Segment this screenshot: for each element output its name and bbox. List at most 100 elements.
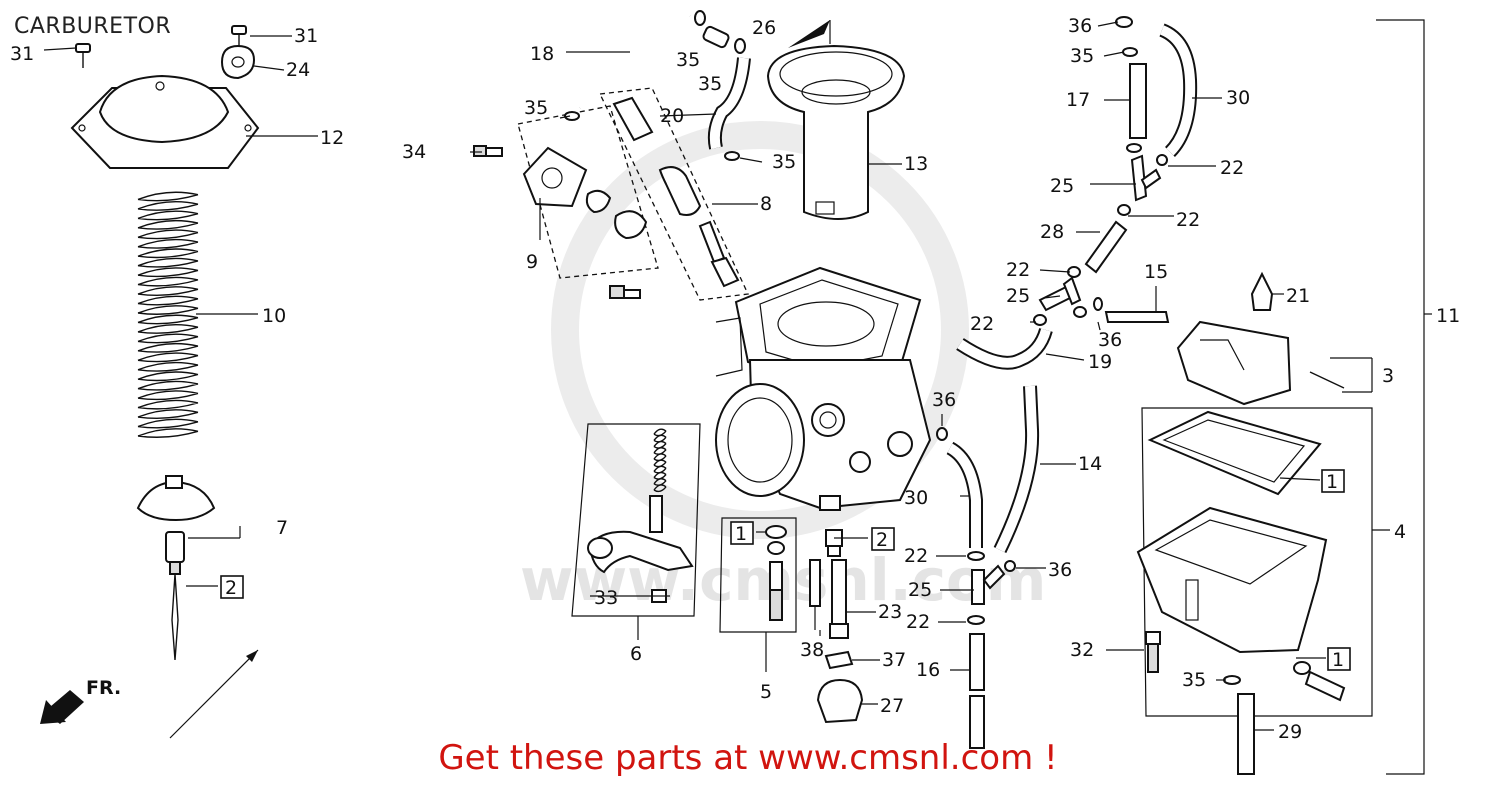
part-carburetor-body[interactable] — [715, 266, 932, 511]
part-tee-25-mid[interactable] — [1033, 266, 1087, 326]
leader-line — [1097, 21, 1119, 27]
svg-text:FR.: FR. — [86, 677, 121, 699]
part-screw-34[interactable] — [473, 145, 503, 157]
part-tube-17[interactable] — [1129, 63, 1147, 139]
part-group-9-box — [517, 105, 659, 279]
leader-line — [1039, 269, 1071, 273]
callout-22-d: 22 — [970, 313, 994, 335]
callout-34: 34 — [402, 141, 426, 163]
part-needle-jet-38[interactable] — [809, 559, 821, 630]
part-float-bowl-4[interactable] — [1136, 506, 1328, 654]
callout-22-e: 22 — [904, 545, 928, 567]
callout-10: 10 — [262, 305, 286, 327]
part-diaphragm-cover-9[interactable] — [522, 146, 648, 240]
part-tee-25-upper[interactable] — [1126, 143, 1168, 202]
callout-box-2-needle: 2 — [220, 575, 244, 599]
part-main-jet-23[interactable] — [829, 559, 849, 639]
callout-30-lower: 30 — [904, 487, 928, 509]
callout-box-1-drain: 1 — [1327, 647, 1351, 671]
part-tube-20[interactable] — [707, 57, 751, 150]
part-clips-35-top-center[interactable] — [564, 10, 746, 161]
part-tube-29[interactable] — [1237, 693, 1255, 775]
part-clips-22-lower[interactable] — [967, 551, 1016, 625]
part-spring-10[interactable] — [137, 191, 199, 438]
part-tube-30-upper[interactable] — [1159, 23, 1198, 157]
callout-7: 7 — [276, 517, 288, 539]
svg-text:2: 2 — [876, 529, 888, 551]
callout-25-c: 25 — [908, 579, 932, 601]
part-throttle-spring[interactable] — [653, 428, 667, 493]
svg-text:1: 1 — [735, 523, 747, 545]
part-tube-18[interactable] — [576, 10, 691, 112]
callout-22-f: 22 — [906, 611, 930, 633]
part-holder-27[interactable] — [816, 678, 864, 724]
part-clip-35-lower[interactable] — [1223, 675, 1241, 685]
callout-35-a: 35 — [524, 97, 548, 119]
part-screw-31-left[interactable] — [75, 43, 91, 68]
part-clip-35-top[interactable] — [1122, 47, 1138, 57]
part-top-cover-12[interactable] — [70, 74, 260, 169]
callout-31-left: 31 — [10, 43, 34, 65]
part-drain-screw[interactable] — [1293, 661, 1346, 702]
footer-link-banner[interactable]: Get these parts at www.cmsnl.com ! — [438, 738, 1058, 778]
callout-17: 17 — [1066, 89, 1090, 111]
callout-25-a: 25 — [1050, 175, 1074, 197]
callout-box-2-jet: 2 — [871, 527, 895, 551]
part-gasket-1[interactable] — [1147, 410, 1322, 496]
part-tube-14[interactable] — [993, 385, 1040, 554]
callout-36-left: 36 — [932, 389, 956, 411]
part-group-4-box — [1141, 407, 1373, 717]
part-group-8-box — [599, 87, 749, 301]
callout-12: 12 — [320, 127, 344, 149]
callout-labels: 31 31 24 12 10 7 18 35 34 9 35 35 26 20 … — [10, 15, 1460, 743]
leader-lines — [43, 21, 1432, 731]
leader-line — [253, 65, 285, 71]
part-float-valve-8[interactable] — [612, 96, 740, 288]
part-tee-25-lower[interactable] — [971, 564, 1006, 605]
part-clip-24[interactable] — [220, 44, 256, 80]
part-bolt-32[interactable] — [1145, 631, 1161, 673]
leader-line — [559, 115, 571, 119]
callout-6: 6 — [630, 643, 642, 665]
callout-box-1-pilot: 1 — [730, 521, 754, 545]
part-tube-16[interactable] — [969, 633, 985, 749]
part-tube-28[interactable] — [1084, 204, 1131, 274]
callout-3: 3 — [1382, 365, 1394, 387]
part-tube-19[interactable] — [956, 327, 1053, 370]
leader-line — [1103, 51, 1125, 57]
callout-11: 11 — [1436, 305, 1460, 327]
callout-36-mid: 36 — [1098, 329, 1122, 351]
callout-24: 24 — [286, 59, 310, 81]
part-pilot-screw-5[interactable] — [765, 525, 787, 621]
callout-38: 38 — [800, 639, 824, 661]
part-jet-needle-holder-7[interactable] — [136, 475, 216, 563]
callout-30-top: 30 — [1226, 87, 1250, 109]
callout-35-d: 35 — [772, 151, 796, 173]
svg-text:1: 1 — [1332, 649, 1344, 671]
part-bolt[interactable] — [609, 285, 641, 299]
part-float-3[interactable] — [1176, 320, 1345, 406]
part-screw-31-right[interactable] — [231, 25, 247, 46]
callout-32: 32 — [1070, 639, 1094, 661]
part-clip-36-top[interactable] — [1115, 16, 1133, 28]
part-tube-30-lower[interactable] — [946, 441, 983, 548]
part-clip-36-lower[interactable] — [936, 427, 948, 441]
leader-line — [1045, 353, 1085, 361]
part-throttle-link-6[interactable] — [587, 495, 694, 574]
part-jet-needle[interactable] — [169, 561, 181, 661]
callout-23: 23 — [878, 601, 902, 623]
leader-line — [659, 113, 717, 117]
part-tube-15[interactable] — [1093, 297, 1170, 323]
callout-22-c: 22 — [1006, 259, 1030, 281]
callout-box-1-gasket: 1 — [1321, 469, 1345, 493]
part-fitting-26[interactable] — [702, 25, 730, 49]
callout-35-top: 35 — [1070, 45, 1094, 67]
callout-36-lower: 36 — [1048, 559, 1072, 581]
part-jet-37[interactable] — [824, 650, 854, 670]
part-jet-21[interactable] — [1250, 271, 1274, 311]
part-vacuum-piston-13[interactable] — [766, 44, 906, 220]
part-jet-2-fitting[interactable] — [825, 529, 843, 557]
callout-22-a: 22 — [1220, 157, 1244, 179]
callout-36-top: 36 — [1068, 15, 1092, 37]
